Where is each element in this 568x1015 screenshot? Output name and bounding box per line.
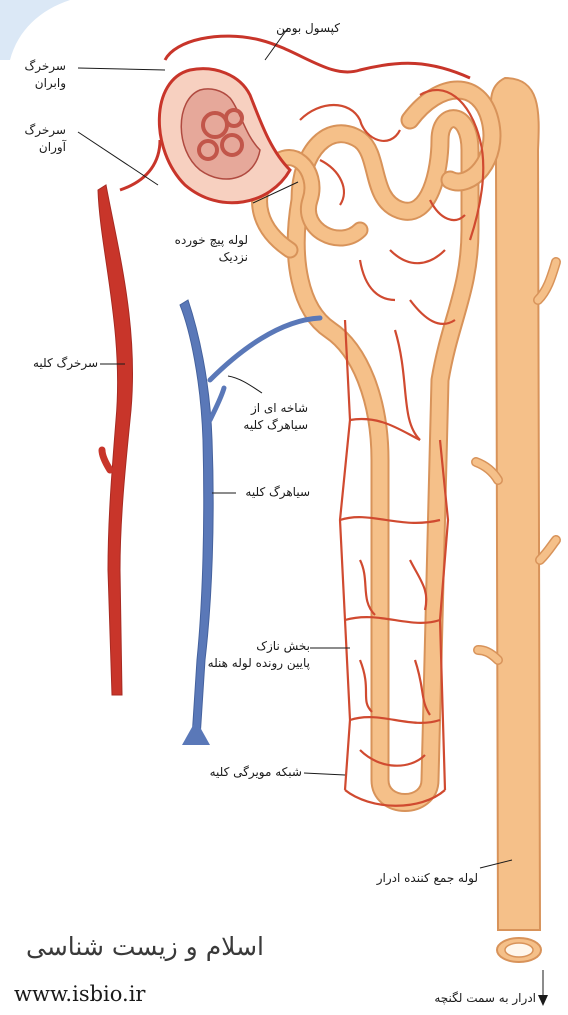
label-renal-artery: سرخرگ کلیه (33, 355, 98, 372)
label-bowman-capsule: کپسول بومن (276, 20, 340, 37)
label-afferent-arteriole: سرخرگ وابران (25, 58, 66, 92)
watermark-site-name: اسلام و زیست شناسی (26, 932, 264, 961)
urine-direction-arrow (538, 995, 548, 1006)
watermark-url: www.isbio.ir (14, 982, 145, 1006)
renal-artery (98, 185, 133, 695)
label-renal-vein: سیاهرگ کلیه (245, 484, 310, 501)
collecting-duct (476, 78, 556, 962)
label-loop-thin-segment: بخش نازک پایین رونده لوله هنله (208, 638, 310, 672)
bowman-capsule (159, 69, 290, 203)
label-efferent-arteriole: سرخرگ آوران (25, 122, 66, 156)
label-capillary-network: شبکه مویرگی کلیه (210, 764, 302, 781)
label-proximal-tubule: لوله پیچ خورده نزدیک (175, 232, 248, 266)
label-renal-vein-branch: شاخه ای از سیاهرگ کلیه (243, 400, 308, 434)
corner-decoration (0, 0, 70, 60)
label-collecting-duct: لوله جمع کننده ادرار (377, 870, 478, 887)
renal-vein (180, 300, 320, 745)
renal-tubule (260, 90, 492, 803)
label-urine-direction: ادرار به سمت لگنچه (434, 990, 536, 1007)
